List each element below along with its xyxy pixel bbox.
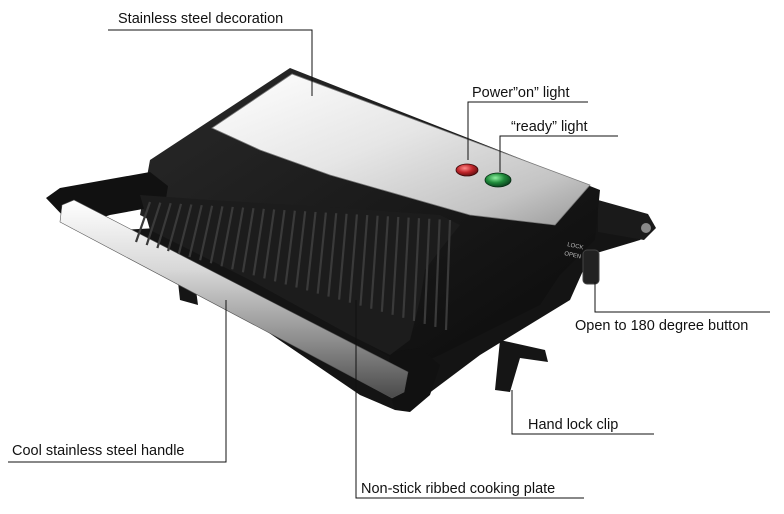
leader-hand-lock — [511, 390, 654, 435]
open-180-button-shape — [582, 249, 600, 285]
label-stainless-decoration: Stainless steel decoration — [118, 11, 284, 27]
rib-line — [220, 206, 234, 267]
rib-line — [177, 204, 193, 255]
rib-line — [295, 211, 307, 288]
ready-light-lamp — [484, 172, 512, 188]
leader-nonstick-plate — [355, 300, 584, 499]
power-light-lamp — [455, 163, 479, 177]
rib-line — [434, 219, 441, 328]
leader-lines — [8, 29, 770, 499]
rib-line — [348, 214, 358, 303]
rib-line — [423, 218, 431, 324]
rib-line — [252, 208, 265, 276]
rib-line — [273, 209, 286, 282]
rib-line — [444, 219, 452, 331]
ribs — [134, 201, 452, 331]
rib-line — [284, 210, 296, 285]
rib-line — [209, 206, 224, 264]
hinge-screw — [641, 223, 651, 233]
leader-cool-handle — [8, 300, 227, 463]
rib-line — [231, 207, 245, 270]
rib-line — [263, 209, 276, 279]
rib-line — [402, 217, 410, 318]
label-ready-light: “ready” light — [511, 119, 588, 135]
label-nonstick-plate: Non-stick ribbed cooking plate — [361, 481, 556, 497]
leader-power-light — [467, 101, 588, 160]
rib-line — [380, 216, 390, 312]
label-hand-lock-clip: Hand lock clip — [528, 417, 619, 433]
rib-line — [359, 214, 369, 306]
rib-line — [305, 211, 317, 291]
rib-line — [391, 216, 400, 315]
rear-foot — [178, 282, 198, 305]
rib-line — [241, 208, 255, 273]
label-open-180-button: Open to 180 degree button — [575, 318, 749, 334]
rib-line — [167, 203, 183, 252]
open-text: OPEN — [564, 251, 582, 260]
leader-open-180 — [594, 282, 770, 313]
label-power-light: Power”on” light — [472, 85, 570, 101]
stainless-handle-bar — [59, 199, 409, 399]
rib-line — [412, 218, 421, 321]
leader-ready-light — [499, 135, 618, 172]
right-handle-arm — [388, 348, 440, 412]
rib-line — [327, 213, 338, 297]
ribbed-front — [140, 195, 460, 355]
rib-line — [370, 215, 379, 309]
rib-line — [338, 213, 348, 300]
rib-line — [199, 205, 214, 261]
rib-line — [316, 212, 327, 294]
leader-stainless-decoration — [108, 29, 313, 96]
hand-lock-clip-shape — [495, 340, 548, 392]
rib-line — [188, 204, 203, 258]
label-cool-handle: Cool stainless steel handle — [12, 443, 185, 459]
rib-line — [156, 202, 172, 249]
rib-line — [145, 202, 162, 246]
rib-line — [134, 201, 152, 243]
lock-text: LOCK — [567, 242, 584, 251]
